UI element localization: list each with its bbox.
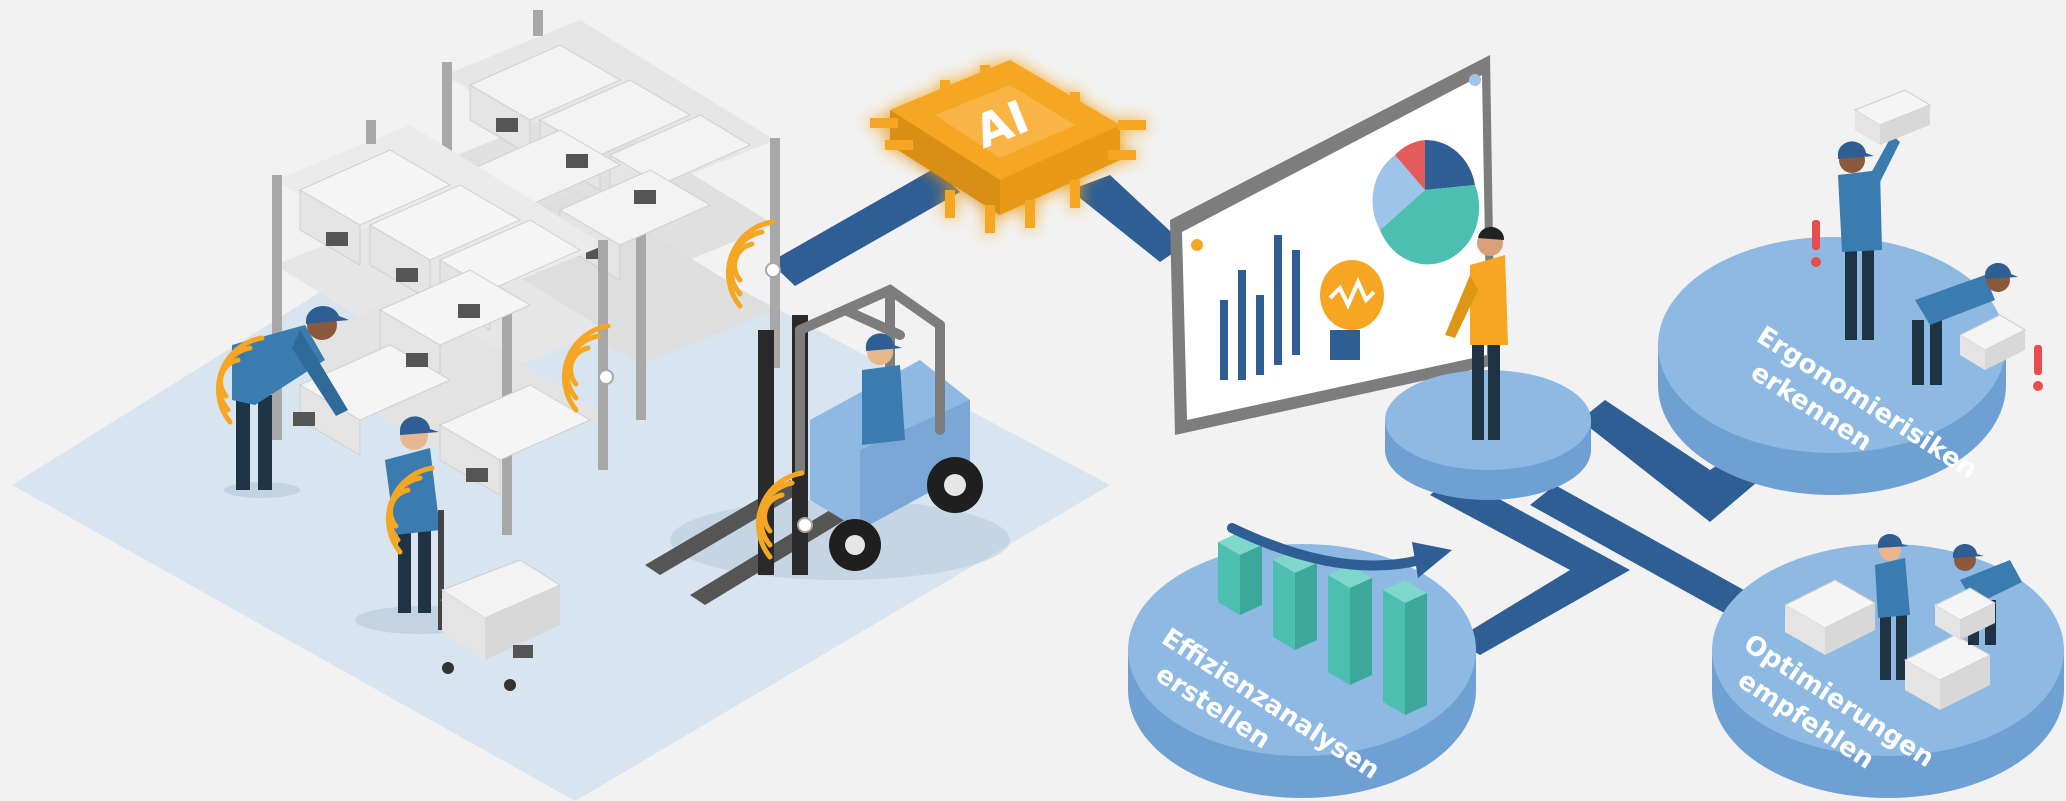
wifi-signal-icon xyxy=(215,335,265,425)
connector-hub-to-ergonomics xyxy=(1580,400,1795,522)
worker-picking xyxy=(215,305,349,498)
connector-hub-to-optimize xyxy=(1530,485,1780,630)
worker-with-cart xyxy=(355,416,562,691)
wifi-signal-icon xyxy=(385,465,435,555)
warning-icon xyxy=(1811,220,2043,391)
shelf-front xyxy=(272,120,608,535)
analytics-monitor xyxy=(1170,55,1495,435)
hand-cart xyxy=(438,510,562,691)
trend-arrow-icon xyxy=(1227,523,1452,578)
step-platform-efficiency: Effizienzanalysen erstellen xyxy=(1128,523,1476,798)
waveform-badge-icon xyxy=(1320,260,1384,360)
connector-chip-to-monitor xyxy=(1070,175,1185,262)
growth-bar-chart xyxy=(1218,532,1427,715)
wifi-signal-icon xyxy=(561,323,614,413)
pie-chart-icon xyxy=(1372,139,1480,265)
wifi-signal-icon xyxy=(755,470,813,560)
ai-chip-icon: AI xyxy=(870,60,1146,233)
connector-lines xyxy=(770,168,1795,655)
analyst-person xyxy=(1445,226,1508,440)
connector-hub-to-efficiency xyxy=(1430,475,1630,655)
connector-shelf-to-chip xyxy=(770,168,960,286)
bar-chart-icon xyxy=(1220,235,1300,380)
wifi-signal-icon xyxy=(725,219,781,309)
forklift xyxy=(645,284,1010,605)
step-platform-ergonomics: Ergonomierisiken erkennen xyxy=(1658,89,2043,495)
warehouse-shelving xyxy=(272,10,780,535)
step-platform-optimize: Optimierungen empfehlen xyxy=(1712,533,2064,798)
warehouse-floor xyxy=(12,170,1110,801)
